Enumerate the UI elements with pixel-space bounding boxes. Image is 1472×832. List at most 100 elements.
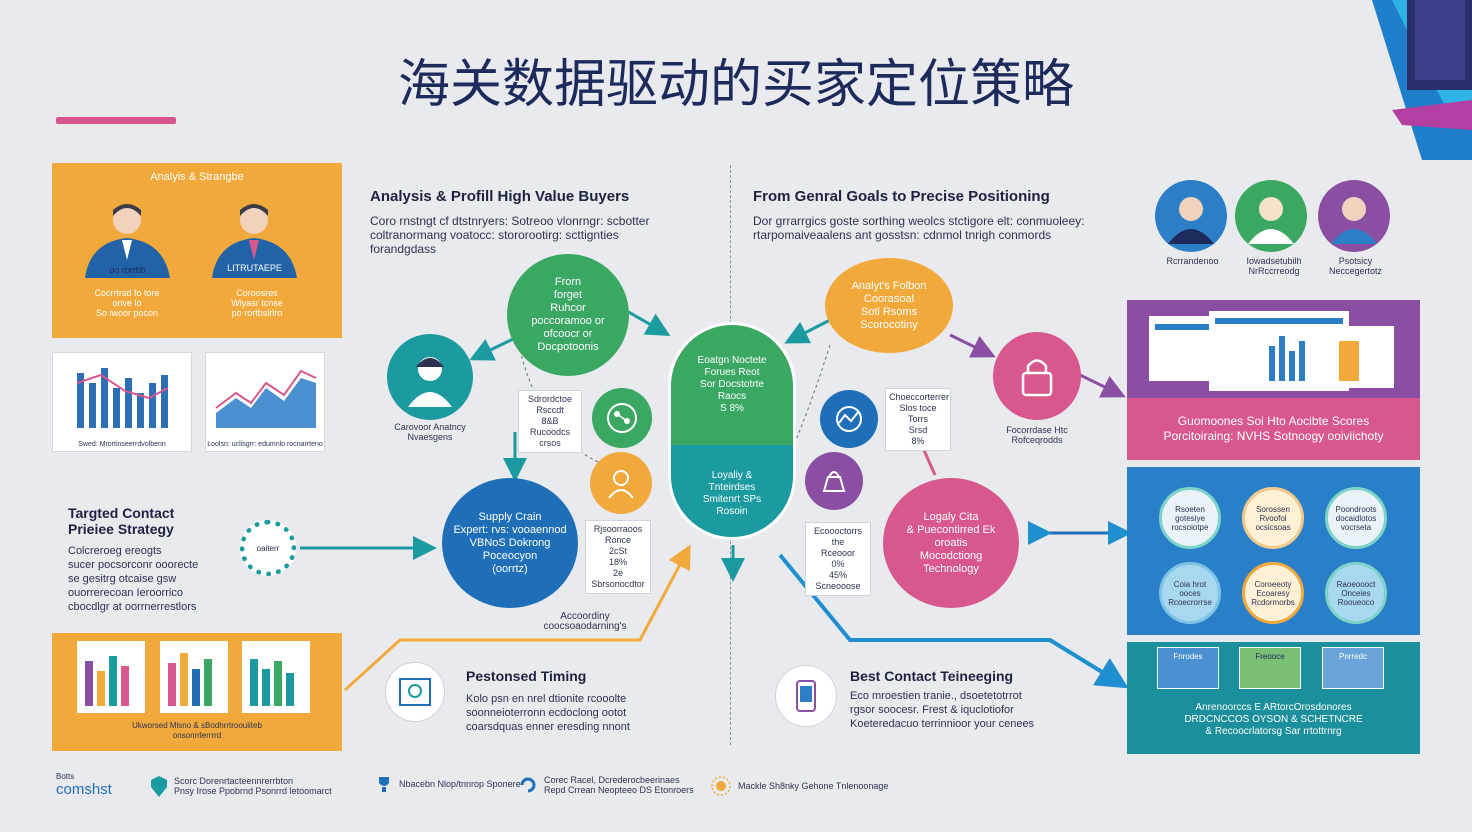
corner-decoration xyxy=(1372,0,1472,160)
document-circle xyxy=(590,452,652,514)
footer-text: Corec Racel, Dcrederocbeerinaes Repd Crr… xyxy=(544,775,694,795)
analyst-icon xyxy=(408,357,452,407)
chart-caption: Loolsn: uclisgrr: edumnlo rocnarrteno xyxy=(207,441,323,448)
metric-ring: Poondroots docaidlotos vocrseta xyxy=(1325,487,1387,549)
lock-circle xyxy=(993,332,1081,420)
footer-item: Mackle Sh8nky Gehone Tnlenoonage xyxy=(710,775,888,797)
contact-body: Eco mroestien tranie., dsoetetotrrot rgs… xyxy=(850,690,1035,730)
area-chart-icon xyxy=(215,369,317,428)
title-underline xyxy=(56,117,176,124)
report-card xyxy=(242,641,310,713)
metric-ring: Sorossen Rvoofol ocsicsoas xyxy=(1242,487,1304,549)
person-icon xyxy=(1248,196,1294,244)
chart-caption: Swed: Mrortinseerrdvolbenn xyxy=(78,441,166,448)
report-card xyxy=(160,641,228,713)
bar-chart-icon xyxy=(76,368,169,428)
stat-card: Choeccorterrer Slos toce Torrs Srsd 8% xyxy=(885,388,951,451)
report-panel: Ukworsed Mlsno & sBodhrrtroouiiteb onson… xyxy=(52,633,342,751)
analysis-heading: Analysis & Profill High Value Buyers xyxy=(370,188,630,205)
metric-ring: Raoeoooct Onceies Rooueoco xyxy=(1325,562,1387,624)
targeted-body: Colcreroeg ereogts sucer pocsorconr ooor… xyxy=(68,545,199,613)
capsule-top: Eoatgn Noctete Forues Reot Sor Docstotrt… xyxy=(671,325,793,445)
report-card xyxy=(77,641,145,713)
bar-chart-icon xyxy=(168,653,212,706)
footer-text: Scorc Dorenrtacteennrerrbton Pnsy Irose … xyxy=(174,776,332,796)
summary-panel: Fnrodes Freooce Pnrredc Anrenoorccs E AR… xyxy=(1127,642,1420,754)
lock-icon xyxy=(1021,359,1053,397)
avatar xyxy=(1318,180,1390,252)
stat-card: Rjsoorraoos Ronce 2cSt 18% 2e Sbrsonocdt… xyxy=(585,520,651,594)
summary-card: Fnrodes xyxy=(1157,647,1219,689)
metric-ring: Rsoeten gotesiye rocsoiotpe xyxy=(1159,487,1221,549)
footer-item: Nbacebn Nlop/tnnrop Sponere xyxy=(375,775,521,793)
shield-icon xyxy=(151,776,167,797)
targeted-badge: oaiterr xyxy=(240,520,296,576)
contact-heading: Best Contact Teineeging xyxy=(850,668,1014,684)
person-icon xyxy=(1168,196,1214,244)
positioning-heading: From Genral Goals to Precise Positioning xyxy=(753,188,1050,205)
globe-icon xyxy=(836,406,862,432)
panel-caption: Analyis & Strangbe xyxy=(150,171,244,183)
person-label: Coroosres Wiyasr tcnse po rortbslrlro xyxy=(231,288,283,318)
analysis-body: Coro rnstngt cf dtstnryers: Sotreoo vlon… xyxy=(370,214,650,256)
targeted-heading: Targted Contact Prieiee Strategy xyxy=(68,505,175,537)
phone-icon xyxy=(796,680,816,712)
refresh-icon xyxy=(520,777,536,793)
footer-item: Scorc Dorenrtacteennrerrbton Pnsy Irose … xyxy=(150,775,332,797)
stat-card: Ecoooctorrs the Rceooor 0% 45% Scneooose xyxy=(805,522,871,596)
person-badge: oo rorrbb xyxy=(109,265,146,275)
timing-heading: Pestonsed Timing xyxy=(466,668,587,684)
summary-card: Pnrredc xyxy=(1322,647,1384,689)
portrait-card: Rcrrandenoo xyxy=(1155,180,1230,266)
contact-circle xyxy=(775,665,837,727)
portrait-label: Rcrrandenoo xyxy=(1166,256,1219,266)
metric-ring: Coia hrot ooces Rcoecrorrse xyxy=(1159,562,1221,624)
brand-top: Botts xyxy=(56,772,75,781)
stat-card: Sdrordctoe Rsccdt 8&B Rucoodcs crsos xyxy=(518,390,582,453)
summary-card: Freooce xyxy=(1239,647,1301,689)
bar-chart-icon xyxy=(85,656,129,706)
metric-ring: Coroeeoty Ecoaresy Rcdormorbs xyxy=(1242,562,1304,624)
supply-chain-circle: Supply Crain Expert: rvs: vooaennod VBNo… xyxy=(442,478,578,608)
capsule-bottom: Loyaliy & Tnteirdses Smitenrt SPs Rosoin xyxy=(671,445,793,537)
avatar xyxy=(1235,180,1307,252)
person-label: Cocrrtrsd fo tore onve lo So iwoor pocon xyxy=(94,288,160,318)
timing-body: Kolo psn en nrel dtionite rcooolte soonn… xyxy=(466,693,630,733)
network-circle xyxy=(592,388,652,448)
avatar xyxy=(1155,180,1227,252)
portrait-label: Psotsicy Neccegertotz xyxy=(1328,256,1383,276)
report-caption: Ukworsed Mlsno & sBodhrrtroouiiteb onson… xyxy=(132,721,262,740)
business-person-icon xyxy=(85,204,170,278)
timing-circle xyxy=(385,662,445,722)
dashboard-panel: Guomoones Soi Hto Aocibte Scores Porcito… xyxy=(1127,300,1420,460)
cart-icon xyxy=(822,471,846,492)
center-capsule: Eoatgn Noctete Forues Reot Sor Docstotrt… xyxy=(668,322,796,540)
trophy-icon xyxy=(379,777,389,792)
rings-panel: Rsoeten gotesiye rocsoiotpe Sorossen Rvo… xyxy=(1127,467,1420,635)
worker-icon xyxy=(608,470,634,499)
analysis-right-circle: Analyt's Folbon Coorasoal Sotl Rsoms Sco… xyxy=(825,258,953,353)
dashboard-screens-icon xyxy=(1149,311,1394,391)
footer-text: Mackle Sh8nky Gehone Tnlenoonage xyxy=(738,781,889,791)
strategy-panel: Analyis & Strangbe oo rorrbb Cocrrtrsd f… xyxy=(52,163,342,338)
footer-item: Corec Racel, Dcrederocbeerinaes Repd Crr… xyxy=(518,775,694,795)
brand-name: comshst xyxy=(56,781,112,798)
business-person-icon xyxy=(212,204,297,278)
dashboard-caption: Guomoones Soi Hto Aocibte Scores Porcito… xyxy=(1127,398,1420,460)
portrait-label: Iowadsetubilh NrRccrreodg xyxy=(1246,256,1302,276)
summary-text: Anrenoorccs E ARtorcOrosdonores DRDCNCCO… xyxy=(1184,702,1363,737)
footer-text: Nbacebn Nlop/tnnrop Sponere xyxy=(399,779,521,789)
positioning-body: Dor grrarrgics goste sorthing weolcs stc… xyxy=(753,214,1085,242)
accordin-label: Accoordiny coocsoaodarning's xyxy=(543,611,627,632)
chart-card: Loolsn: uclisgrr: edumnlo rocnarrteno xyxy=(205,352,325,452)
analyst-circle xyxy=(387,334,473,420)
bar-chart-icon xyxy=(250,659,294,706)
lock-label: Focorrdase Htc Rofceqrodds xyxy=(1006,425,1068,445)
page-title: 海关数据驱动的买家定位策略 xyxy=(397,55,1074,115)
network-icon xyxy=(607,403,637,433)
analyst-label: Carovoor Anatncy Nvaesgens xyxy=(394,422,466,442)
person-icon xyxy=(1331,196,1377,244)
person-badge: LITRUTAEPE xyxy=(227,263,282,273)
sun-icon xyxy=(711,776,731,796)
